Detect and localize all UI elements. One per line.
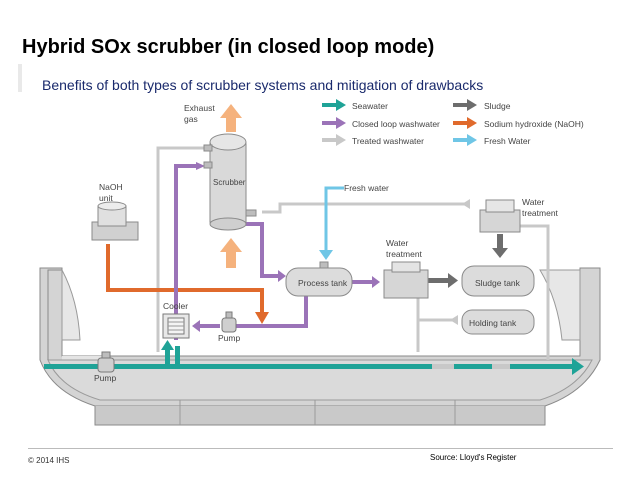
closed-loop-arrow-cooler	[192, 320, 200, 332]
process-tank	[285, 261, 353, 297]
water-treatment-right-label-1: Water	[522, 197, 545, 207]
naoh-unit-label-2: unit	[99, 193, 113, 203]
sludge-tank	[461, 265, 535, 297]
footer-rule	[28, 448, 613, 449]
pump-lower-label: Pump	[94, 373, 116, 383]
legend-label-seawater: Seawater	[352, 101, 388, 111]
exhaust-in-arrow	[220, 238, 242, 268]
legend: Seawater Closed loop washwater Treated w…	[322, 99, 584, 146]
legend-label-sludge: Sludge	[484, 101, 511, 111]
pump-upper	[221, 311, 237, 333]
water-treatment-right	[479, 199, 521, 233]
holding-tank	[461, 309, 535, 335]
seawater-line	[44, 340, 584, 375]
fresh-water-line	[319, 186, 344, 260]
fresh-water-label: Fresh water	[344, 183, 389, 193]
closed-loop-arrow-treatment	[372, 276, 380, 288]
legend-item-treated: Treated washwater	[322, 134, 424, 146]
treated-arrowhead-holding	[450, 315, 458, 325]
legend-item-fresh: Fresh Water	[453, 134, 531, 146]
closed-loop-lines	[174, 164, 374, 340]
ship-hull	[39, 267, 601, 426]
subtitle-accent-bar	[18, 64, 22, 92]
legend-label-closed-loop: Closed loop washwater	[352, 119, 440, 129]
scrubber-tower	[203, 133, 257, 231]
legend-label-fresh: Fresh Water	[484, 136, 531, 146]
treated-arrowhead	[462, 199, 470, 209]
page-title: Hybrid SOx scrubber (in closed loop mode…	[22, 36, 435, 58]
treated-washwater-lines	[156, 146, 550, 360]
legend-item-naoh: Sodium hydroxide (NaOH)	[453, 117, 584, 129]
legend-item-closed-loop: Closed loop washwater	[322, 117, 440, 129]
closed-loop-arrow-process	[278, 270, 286, 282]
legend-item-seawater: Seawater	[322, 99, 388, 111]
copyright: © 2014 IHS	[28, 456, 70, 465]
pump-upper-label: Pump	[218, 333, 240, 343]
naoh-arrowhead	[255, 312, 269, 324]
holding-tank-label: Holding tank	[469, 318, 517, 328]
page-subtitle: Benefits of both types of scrubber syste…	[42, 77, 484, 93]
cooler-label: Cooler	[163, 301, 188, 311]
scrubber-label: Scrubber	[213, 178, 246, 187]
legend-label-naoh: Sodium hydroxide (NaOH)	[484, 119, 584, 129]
sludge-lines	[428, 234, 508, 288]
pump-lower	[97, 351, 115, 373]
legend-label-treated: Treated washwater	[352, 136, 424, 146]
naoh-unit	[91, 201, 139, 241]
exhaust-gas-label-1: Exhaust	[184, 103, 215, 113]
water-treatment-mid-label-1: Water	[386, 238, 409, 248]
water-treatment-right-label-2: treatment	[522, 208, 559, 218]
naoh-line	[106, 244, 264, 314]
exhaust-gas-label-2: gas	[184, 114, 198, 124]
exhaust-out-arrow	[220, 104, 242, 132]
legend-item-sludge: Sludge	[453, 99, 511, 111]
cooler	[162, 313, 190, 339]
source-credit: Source: Lloyd's Register	[430, 453, 517, 462]
naoh-unit-label-1: NaOH	[99, 182, 123, 192]
sludge-tank-label: Sludge tank	[475, 278, 521, 288]
process-tank-label: Process tank	[298, 278, 348, 288]
closed-loop-arrow-scrubber	[196, 162, 205, 170]
water-treatment-mid	[383, 261, 429, 299]
water-treatment-mid-label-2: treatment	[386, 249, 423, 259]
